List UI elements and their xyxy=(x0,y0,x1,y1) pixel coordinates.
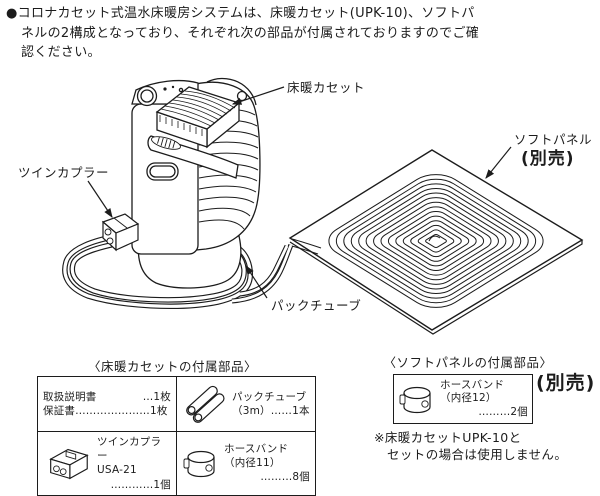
heater-illustration xyxy=(131,77,261,289)
panel-note: ※床暖カセットUPK-10と セットの場合は使用しません。 xyxy=(374,430,594,464)
cell-pack-tube: パックチューブ （3m）……1本 xyxy=(176,376,316,432)
twin-coupler-illustration xyxy=(101,213,140,252)
manual-qty: …1枚 xyxy=(142,390,171,403)
twin-coupler-leader-arrow xyxy=(87,180,113,218)
pack-tube-name: パックチューブ xyxy=(232,390,307,403)
cassette-parts-title: 〈床暖カセットの付属部品〉 xyxy=(87,359,257,374)
heating-tube-spiral xyxy=(318,168,554,314)
cassette-parts-table: 取扱説明書 …1枚 保証書…………………1枚 xyxy=(37,376,316,496)
hose-band-icon xyxy=(399,386,431,414)
panel-parts-title: 〈ソフトパネルの付属部品〉 xyxy=(383,355,553,370)
twin-coupler-label: ツインカプラー xyxy=(18,165,110,180)
cell-twin-coupler: ツインカプラー USA-21 …………1個 xyxy=(37,431,177,496)
pack-tube-icon xyxy=(186,385,225,423)
warranty-line: 保証書…………………1枚 xyxy=(43,405,168,417)
pack-tube-leader-arrow xyxy=(245,264,268,299)
soft-panel-label: ソフトパネル xyxy=(514,132,593,147)
intro-line-1: ●コロナカセット式温水床暖房システムは、床暖カセット(UPK-10)、ソフトパ xyxy=(6,6,475,21)
leader-arrows xyxy=(87,86,512,299)
intro-line-2: ネルの2構成となっており、それぞれ次の部品が付属されておりますのでご確 xyxy=(21,25,480,41)
hose-band-name: ホースバンド xyxy=(224,443,289,456)
manual-label: 取扱説明書 xyxy=(43,390,97,403)
twin-coupler-icon xyxy=(49,449,89,480)
pack-tube-qty: （3m）……1本 xyxy=(232,405,310,417)
pack-tube-run xyxy=(231,244,294,304)
cell-documents: 取扱説明書 …1枚 保証書…………………1枚 xyxy=(37,376,177,432)
cassette-label: 床暖カセット xyxy=(287,80,366,95)
panel-hose-band-size: （内径12） xyxy=(440,392,497,405)
panel-sold-separately: (別売) xyxy=(536,372,596,394)
panel-note-line-2: セットの場合は使用しません。 xyxy=(387,446,568,462)
soft-panel-leader-arrow xyxy=(485,146,512,179)
cell-hose-band-11: ホースバンド （内径11） ………8個 xyxy=(176,431,316,496)
panel-note-line-1: ※床暖カセットUPK-10と xyxy=(374,430,522,445)
panel-hose-band-qty: ………2個 xyxy=(478,405,528,418)
cassette-leader-arrow xyxy=(231,86,285,105)
soft-panel-sold-separately: (別売) xyxy=(521,149,575,169)
twin-coupler-name: ツインカプラー xyxy=(97,436,162,463)
intro-paragraph: ●コロナカセット式温水床暖房システムは、床暖カセット(UPK-10)、ソフトパ … xyxy=(6,4,596,63)
twin-coupler-qty: …………1個 xyxy=(110,478,171,491)
panel-hose-band-name: ホースバンド xyxy=(440,378,505,391)
intro-line-3: 認ください。 xyxy=(21,45,101,60)
panel-parts-box: ホースバンド （内径12） ………2個 xyxy=(393,374,533,424)
twin-coupler-model: USA-21 xyxy=(97,464,137,477)
soft-panel-illustration xyxy=(287,149,584,335)
floor-heating-cassette xyxy=(155,86,241,149)
hose-band-qty: ………8個 xyxy=(260,471,310,484)
hose-band-icon xyxy=(183,451,215,478)
system-illustration xyxy=(62,77,584,335)
pack-tube-label: パックチューブ xyxy=(271,298,362,313)
hose-band-size: （内径11） xyxy=(224,457,281,470)
